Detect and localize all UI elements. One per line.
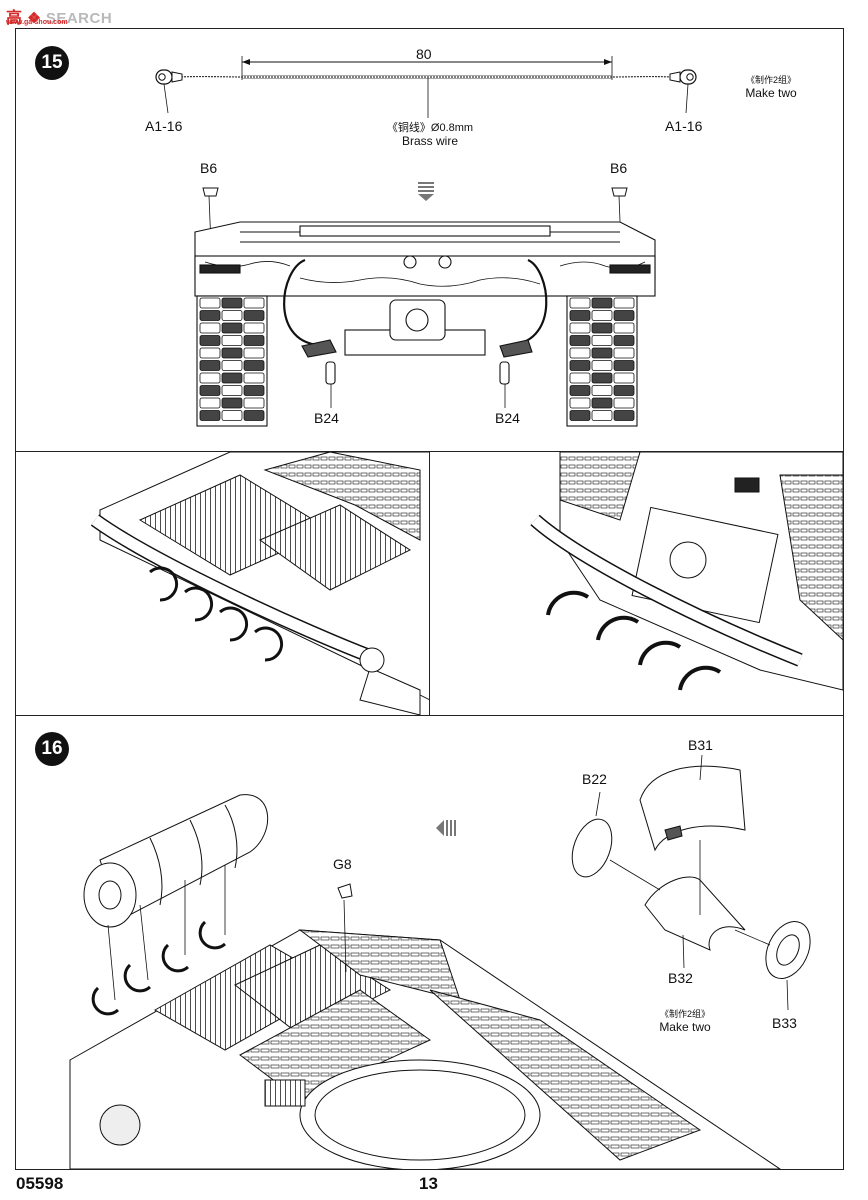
track-link bbox=[221, 335, 243, 346]
track-link bbox=[221, 322, 243, 334]
track-link bbox=[243, 397, 265, 409]
track-link bbox=[569, 335, 591, 346]
track-link bbox=[613, 360, 635, 371]
watermark-cn: 高 bbox=[6, 10, 23, 27]
watermark-brand: SEARCH bbox=[45, 10, 113, 27]
part-label-b24-left: B24 bbox=[314, 410, 339, 426]
part-label-b24-right: B24 bbox=[495, 410, 520, 426]
track-link bbox=[569, 372, 591, 384]
make-two-note-15: 《制作2组》 Make two bbox=[738, 74, 804, 100]
track-link bbox=[591, 385, 613, 396]
part-label-b33: B33 bbox=[772, 1015, 797, 1031]
track-links bbox=[199, 297, 635, 421]
track-link bbox=[221, 385, 243, 396]
track-link bbox=[613, 397, 635, 409]
track-link bbox=[221, 297, 243, 309]
track-link bbox=[613, 297, 635, 309]
make-two-cn: 《制作2组》 bbox=[745, 75, 796, 85]
make-two-cn-16: 《制作2组》 bbox=[659, 1009, 710, 1019]
kit-code: 05598 bbox=[16, 1174, 64, 1193]
watermark-url: www.ga-shou.com bbox=[6, 19, 68, 26]
make-two-note-16: 《制作2组》 Make two bbox=[648, 1008, 722, 1034]
track-link bbox=[243, 372, 265, 384]
dimension-80-label: 80 bbox=[416, 46, 432, 62]
track-link bbox=[591, 372, 613, 384]
part-a1-16-right bbox=[669, 69, 697, 114]
track-link bbox=[199, 372, 221, 384]
watermark: 高 ❖ SEARCH www.ga-shou.com bbox=[6, 10, 113, 27]
part-label-a1-16-left: A1-16 bbox=[145, 118, 183, 134]
part-label-b22: B22 bbox=[582, 771, 607, 787]
track-link bbox=[613, 310, 635, 321]
track-link bbox=[221, 360, 243, 371]
track-link bbox=[243, 322, 265, 334]
fuel-drum bbox=[83, 794, 269, 928]
track-link bbox=[613, 410, 635, 421]
track-link bbox=[221, 410, 243, 421]
track-link bbox=[613, 372, 635, 384]
track-link bbox=[591, 335, 613, 346]
track-link bbox=[591, 310, 613, 321]
track-link bbox=[613, 385, 635, 396]
track-link bbox=[243, 385, 265, 396]
track-link bbox=[613, 347, 635, 359]
track-link bbox=[569, 385, 591, 396]
track-link bbox=[243, 310, 265, 321]
track-link bbox=[569, 360, 591, 371]
step15-number: 15 bbox=[35, 46, 69, 80]
track-link bbox=[591, 297, 613, 309]
track-link bbox=[199, 297, 221, 309]
part-label-b6-right: B6 bbox=[610, 160, 628, 176]
direction-arrow-icon-16 bbox=[436, 820, 456, 836]
track-link bbox=[591, 347, 613, 359]
part-a1-16-left bbox=[155, 69, 183, 114]
part-label-b32: B32 bbox=[668, 970, 693, 986]
track-link bbox=[569, 322, 591, 334]
track-link bbox=[199, 335, 221, 346]
track-link bbox=[569, 397, 591, 409]
track-link bbox=[199, 360, 221, 371]
track-link bbox=[613, 322, 635, 334]
track-link bbox=[569, 310, 591, 321]
brass-wire-spec: 《铜线》Ø0.8mm bbox=[386, 122, 474, 134]
track-link bbox=[243, 410, 265, 421]
track-link bbox=[243, 347, 265, 359]
track-link bbox=[221, 372, 243, 384]
track-link bbox=[221, 310, 243, 321]
make-two-en-16: Make two bbox=[659, 1020, 711, 1034]
track-link bbox=[221, 347, 243, 359]
track-link bbox=[591, 322, 613, 334]
track-link bbox=[591, 410, 613, 421]
track-link bbox=[591, 397, 613, 409]
track-link bbox=[199, 397, 221, 409]
track-link bbox=[569, 410, 591, 421]
part-label-b31: B31 bbox=[688, 737, 713, 753]
track-link bbox=[199, 322, 221, 334]
track-link bbox=[221, 397, 243, 409]
step16-panel bbox=[15, 715, 844, 1170]
track-link bbox=[613, 335, 635, 346]
page-number: 13 bbox=[419, 1174, 438, 1193]
part-label-b6-left: B6 bbox=[200, 160, 218, 176]
part-label-a1-16-right: A1-16 bbox=[665, 118, 703, 134]
track-link bbox=[243, 360, 265, 371]
direction-arrow-icon bbox=[418, 182, 434, 201]
brass-wire-note: 《铜线》Ø0.8mm Brass wire bbox=[380, 122, 480, 148]
track-link bbox=[199, 410, 221, 421]
track-link bbox=[199, 310, 221, 321]
track-link bbox=[199, 347, 221, 359]
part-label-g8: G8 bbox=[333, 856, 352, 872]
track-link bbox=[199, 385, 221, 396]
track-link bbox=[591, 360, 613, 371]
track-link bbox=[569, 347, 591, 359]
track-link bbox=[243, 297, 265, 309]
step16-number: 16 bbox=[35, 732, 69, 766]
brass-wire-name: Brass wire bbox=[401, 134, 458, 148]
track-link bbox=[569, 297, 591, 309]
make-two-en: Make two bbox=[745, 86, 797, 100]
track-link bbox=[243, 335, 265, 346]
